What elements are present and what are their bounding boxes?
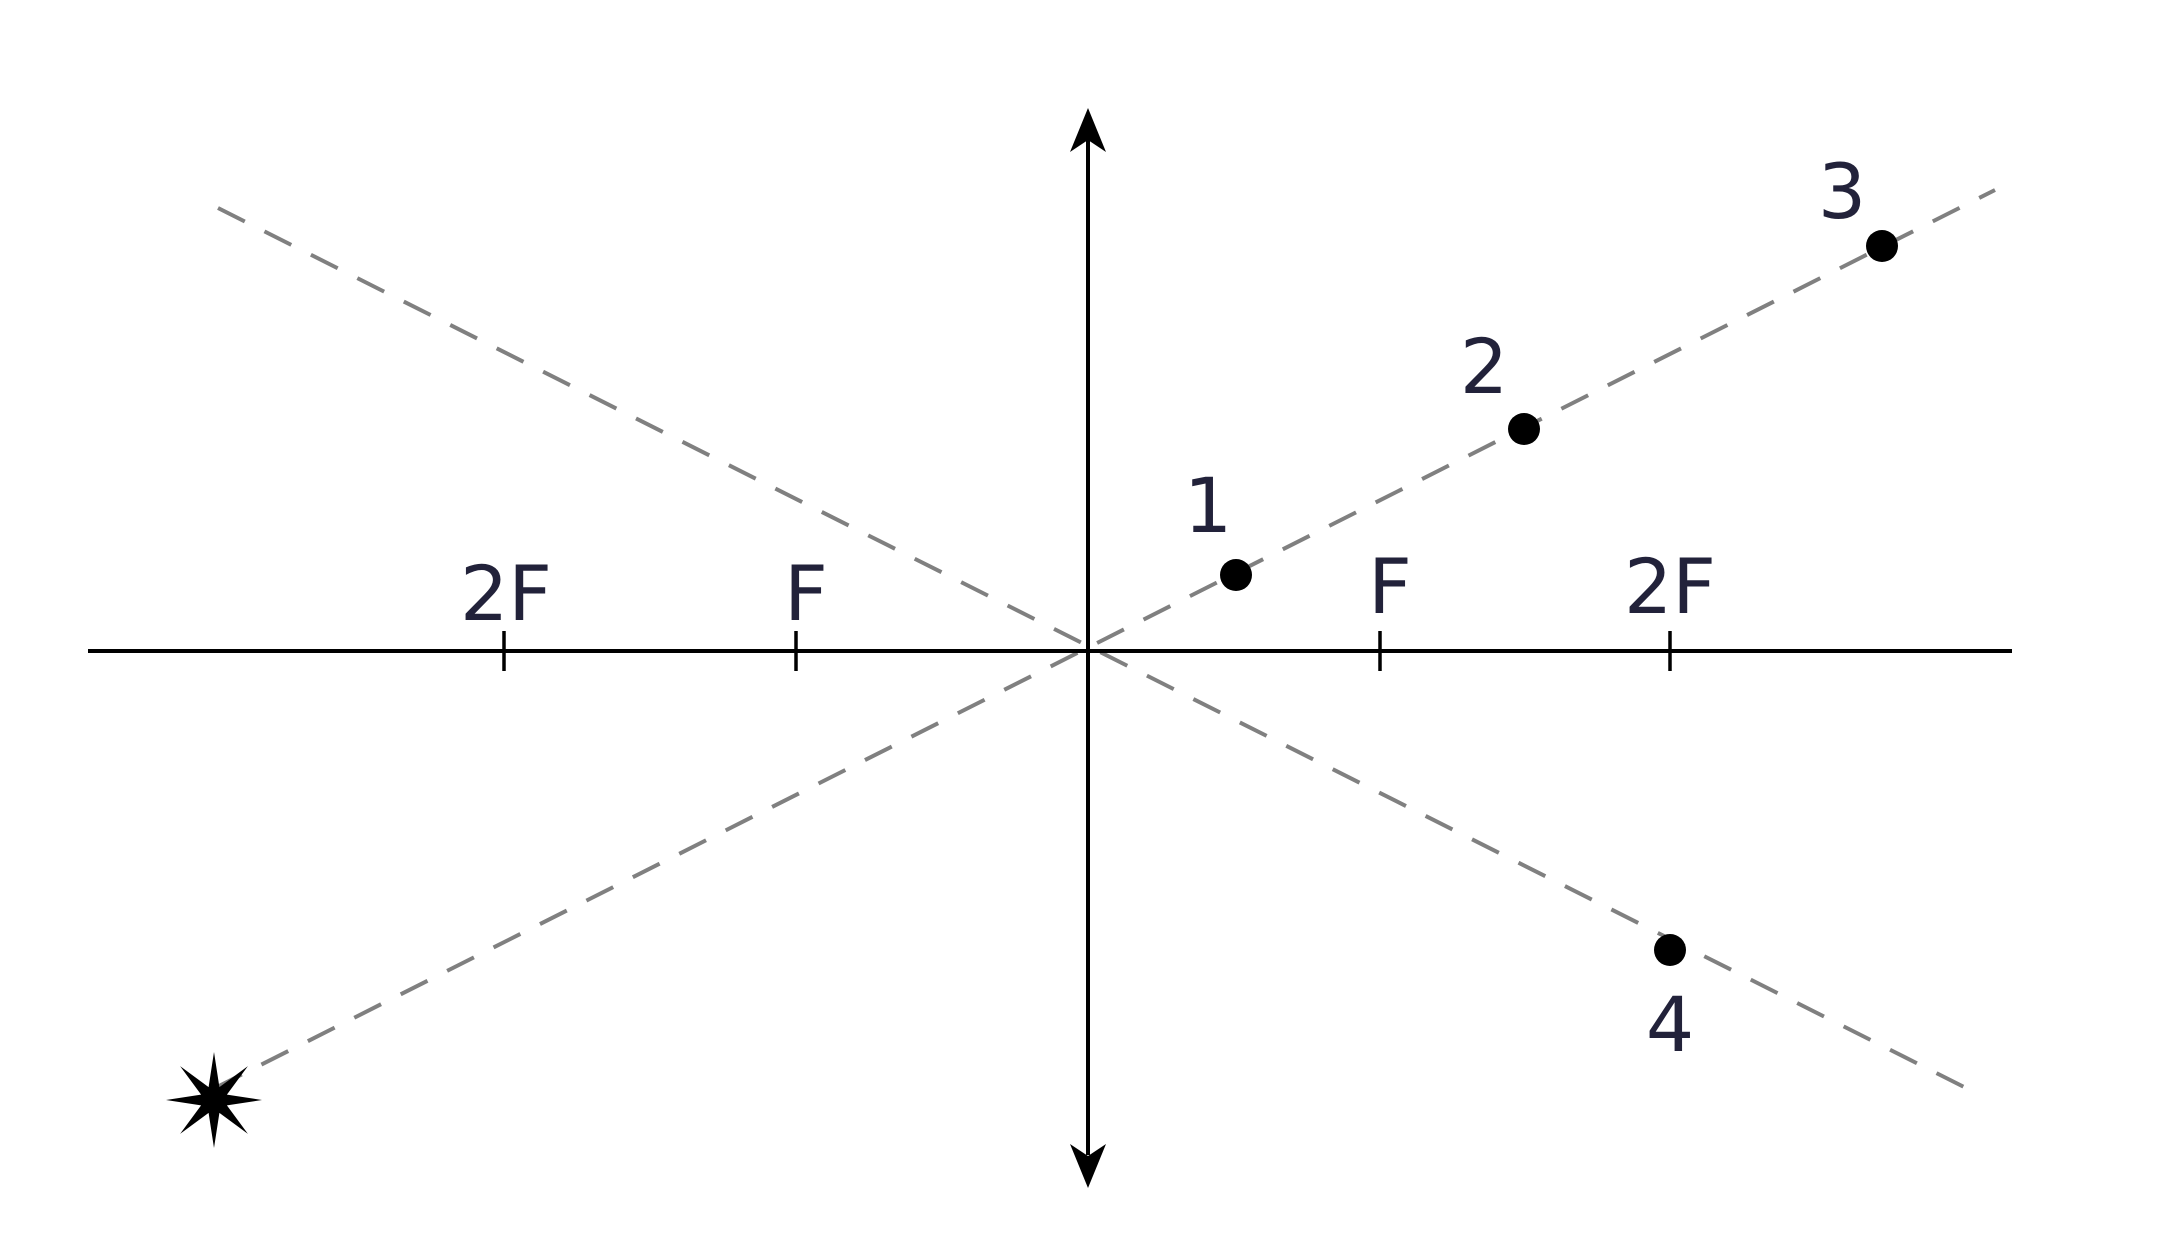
point-4-label: 4 — [1646, 980, 1694, 1069]
ray-lower-left-to-upper-right — [214, 188, 1996, 1090]
point-4 — [1654, 934, 1686, 966]
double-arrow-icon — [1070, 108, 1106, 1188]
point-3 — [1866, 230, 1898, 262]
point-2 — [1508, 413, 1540, 445]
star-icon — [166, 1052, 262, 1148]
label-left-f: F — [784, 549, 828, 638]
lens-arrow-head-top — [1070, 108, 1106, 152]
point-1-label: 1 — [1184, 461, 1232, 550]
lens-arrow-head-bottom — [1070, 1144, 1106, 1188]
point-1 — [1220, 559, 1252, 591]
label-right-f: F — [1368, 542, 1412, 631]
point-2-label: 2 — [1460, 322, 1508, 411]
label-left-2f: 2F — [460, 549, 552, 638]
label-right-2f: 2F — [1624, 542, 1716, 631]
point-3-label: 3 — [1818, 147, 1866, 236]
